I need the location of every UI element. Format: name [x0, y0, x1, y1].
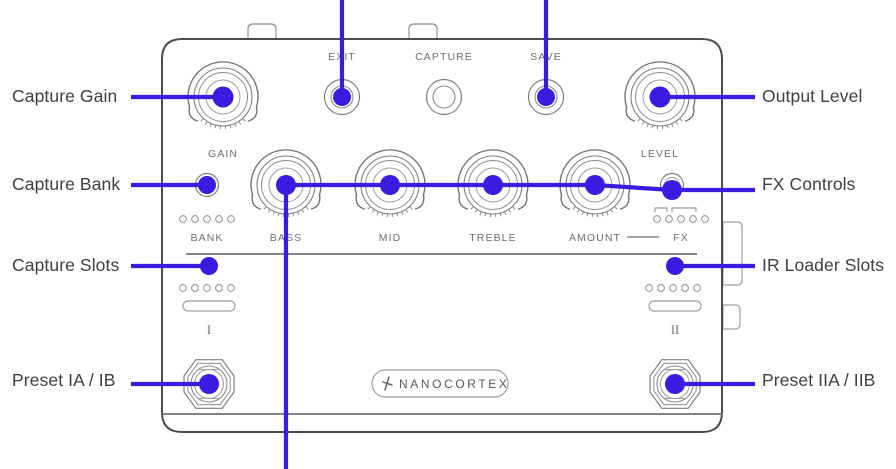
callout-label-output-level: Output Level	[762, 86, 863, 106]
top-edge-jack-tabs	[247, 23, 438, 40]
silk-label-amount: AMOUNT	[569, 232, 621, 244]
dot-capture-bank	[198, 176, 216, 194]
callout-target-dots	[198, 86, 685, 394]
callout-label-ir-loader-slots: IR Loader Slots	[762, 255, 885, 275]
capture-slot-pill	[182, 300, 236, 312]
callout-label-preset-iia-iib: Preset IIA / IIB	[762, 370, 876, 390]
callout-label-preset-ia-ib: Preset IA / IB	[12, 370, 116, 390]
silk-label-footswitch-2: II	[671, 323, 679, 337]
pedal-enclosure	[161, 23, 743, 433]
dot-preset-iia-iib	[665, 374, 685, 394]
brand-logo-text: NANOCORTEX	[399, 377, 509, 391]
leader-fx-controls	[286, 182, 755, 193]
pedal-body-outline	[161, 38, 723, 433]
dot-treble	[483, 175, 503, 195]
callout-leaders	[131, 0, 755, 469]
dot-ir-loader-slots	[666, 257, 684, 275]
silk-label-fx: FX	[673, 232, 689, 244]
dot-bass	[276, 175, 296, 195]
dot-preset-ia-ib	[199, 374, 219, 394]
fx-bracket-marks	[654, 207, 697, 212]
silk-label-treble: TREBLE	[469, 232, 516, 244]
silk-label-bank: BANK	[191, 232, 224, 244]
right-edge-jack-tabs	[722, 221, 743, 330]
dot-capture-slots	[200, 257, 218, 275]
callout-label-capture-slots: Capture Slots	[12, 255, 120, 275]
silk-label-gain: GAIN	[208, 148, 238, 160]
ir-slot-pill	[648, 300, 702, 312]
dot-amount	[585, 175, 605, 195]
silk-label-capture: CAPTURE	[415, 51, 473, 63]
silk-label-mid: MID	[379, 232, 402, 244]
dot-exit	[333, 88, 351, 106]
dot-fx-controls	[662, 180, 682, 200]
dot-save	[537, 88, 555, 106]
brand-logo: NANOCORTEX	[371, 369, 509, 398]
dot-capture-gain	[212, 86, 234, 108]
dot-output-level	[649, 86, 671, 108]
silk-label-footswitch-1: I	[207, 323, 211, 337]
callout-label-capture-gain: Capture Gain	[12, 86, 118, 106]
spark-icon	[382, 376, 393, 391]
callout-label-capture-bank: Capture Bank	[12, 174, 121, 194]
silk-label-level: LEVEL	[641, 148, 679, 160]
dot-mid	[380, 175, 400, 195]
callout-label-fx-controls: FX Controls	[762, 174, 856, 194]
